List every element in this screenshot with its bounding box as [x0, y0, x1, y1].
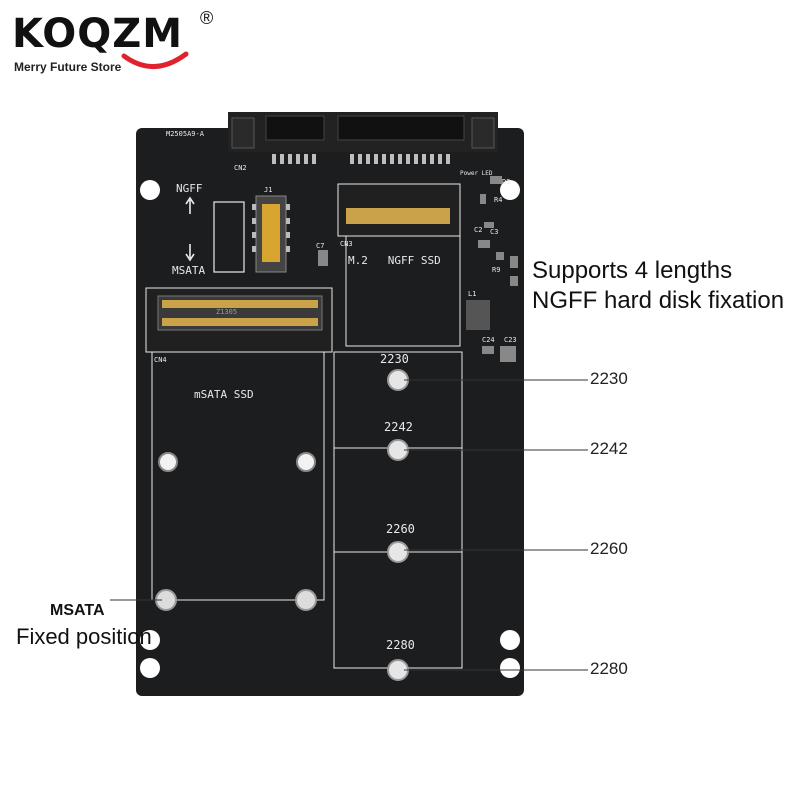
label-cn2: CN2 — [234, 164, 247, 172]
callout-size-2230: 2230 — [590, 369, 628, 388]
label-j1: J1 — [264, 186, 273, 194]
label-r9: R9 — [492, 266, 501, 274]
msata-slot-label: mSATA SSD — [194, 388, 254, 401]
m2-slot-label: M.2 NGFF SSD — [348, 254, 441, 267]
arrow-up-icon — [185, 196, 195, 214]
label-c23: C23 — [504, 336, 517, 344]
board-length-2230: 2230 — [380, 352, 409, 366]
board-length-2260: 2260 — [386, 522, 415, 536]
smile-swoosh-icon — [121, 51, 189, 69]
registered-mark: ® — [200, 8, 214, 28]
board-length-2280: 2280 — [386, 638, 415, 652]
arrow-down-icon — [185, 244, 195, 262]
label-l1: L1 — [468, 290, 477, 298]
label-ngff: NGFF — [176, 182, 203, 195]
msata-mount-holes — [155, 452, 317, 611]
label-c3: C3 — [490, 228, 499, 236]
brand-logo: KOQZM ® Merry Future Store — [12, 8, 213, 78]
callout-msata-title: MSATA — [50, 602, 105, 619]
label-msata-switch: MSATA — [172, 264, 206, 277]
callout-size-2280: 2280 — [590, 659, 628, 678]
switch-slider — [262, 204, 280, 262]
label-cn3: CN3 — [340, 240, 353, 248]
board-length-2242: 2242 — [384, 420, 413, 434]
label-power-led: Power LED — [460, 170, 493, 177]
connector-marking: Z1305 — [216, 308, 238, 316]
label-c2: C2 — [474, 226, 483, 234]
label-c24: C24 — [482, 336, 495, 344]
ngff-standoffs — [387, 369, 409, 681]
board-model: M2505A9-A — [166, 130, 204, 138]
callout-size-2260: 2260 — [590, 539, 628, 558]
label-c7: C7 — [316, 242, 325, 250]
callout-msata-sub: Fixed position — [16, 624, 152, 649]
logo-tagline: Merry Future Store — [14, 60, 122, 74]
callout-lengths-line1: Supports 4 lengths — [532, 257, 733, 284]
label-r4: R4 — [494, 196, 503, 204]
callout-size-2242: 2242 — [590, 439, 628, 458]
callout-lengths-line2: NGFF hard disk fixation — [532, 287, 785, 314]
label-cn4: CN4 — [154, 356, 167, 364]
label-d3: D3 — [502, 178, 511, 186]
logo-wordmark: KOQZM — [12, 11, 184, 57]
